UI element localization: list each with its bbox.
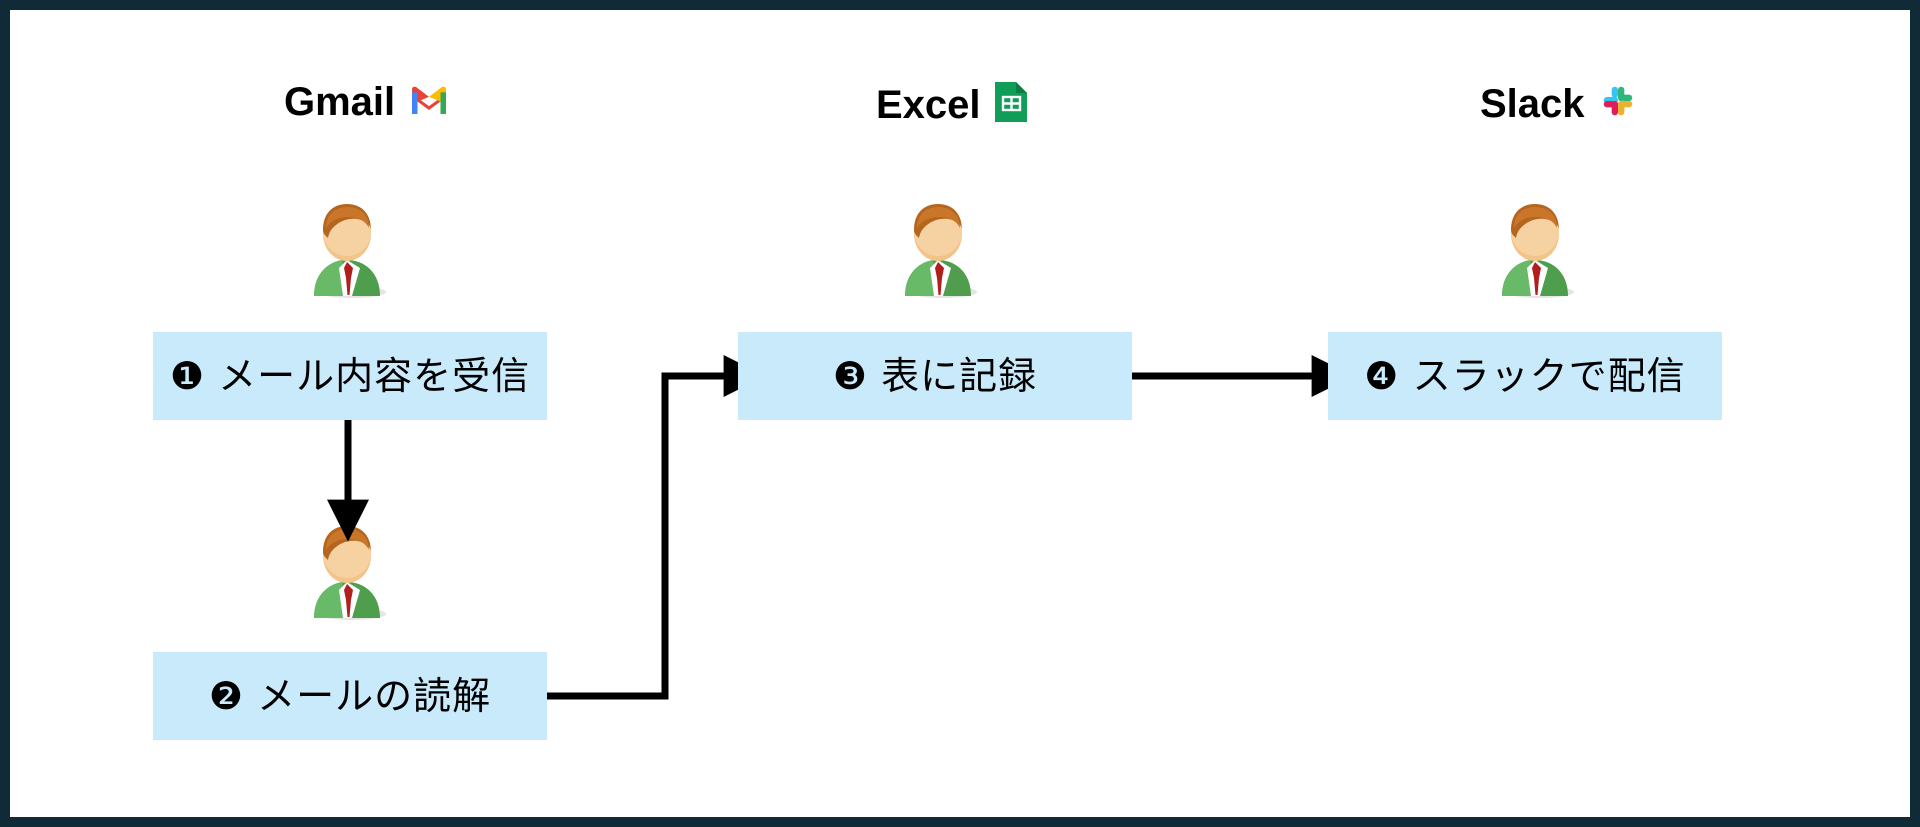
avatar-gmail-top xyxy=(302,198,394,298)
step-4[interactable]: ❹ スラックで配信 xyxy=(1328,332,1722,420)
column-header-gmail: Gmail xyxy=(284,82,449,122)
column-header-slack-label: Slack xyxy=(1480,81,1585,126)
excel-sheet-icon xyxy=(994,82,1027,127)
diagram-surface: Gmail Excel xyxy=(10,10,1910,817)
connector-step2-to-step3 xyxy=(546,355,766,700)
gmail-icon xyxy=(409,84,449,121)
avatar-slack xyxy=(1490,198,1582,298)
step-1[interactable]: ❶ メール内容を受信 xyxy=(153,332,547,420)
column-header-excel-label: Excel xyxy=(876,82,981,127)
avatar-excel xyxy=(893,198,985,298)
step-4-label: ❹ スラックで配信 xyxy=(1364,354,1686,398)
step-2-label: ❷ メールの読解 xyxy=(208,674,492,718)
step-3[interactable]: ❸ 表に記録 xyxy=(738,332,1132,420)
column-header-gmail-label: Gmail xyxy=(284,80,396,124)
slack-icon xyxy=(1599,82,1637,125)
step-3-label: ❸ 表に記録 xyxy=(832,354,1038,398)
connector-layer xyxy=(327,355,1354,700)
column-header-excel: Excel xyxy=(876,82,1027,127)
column-header-slack: Slack xyxy=(1480,82,1637,125)
step-1-label: ❶ メール内容を受信 xyxy=(169,354,531,398)
step-2[interactable]: ❷ メールの読解 xyxy=(153,652,547,740)
